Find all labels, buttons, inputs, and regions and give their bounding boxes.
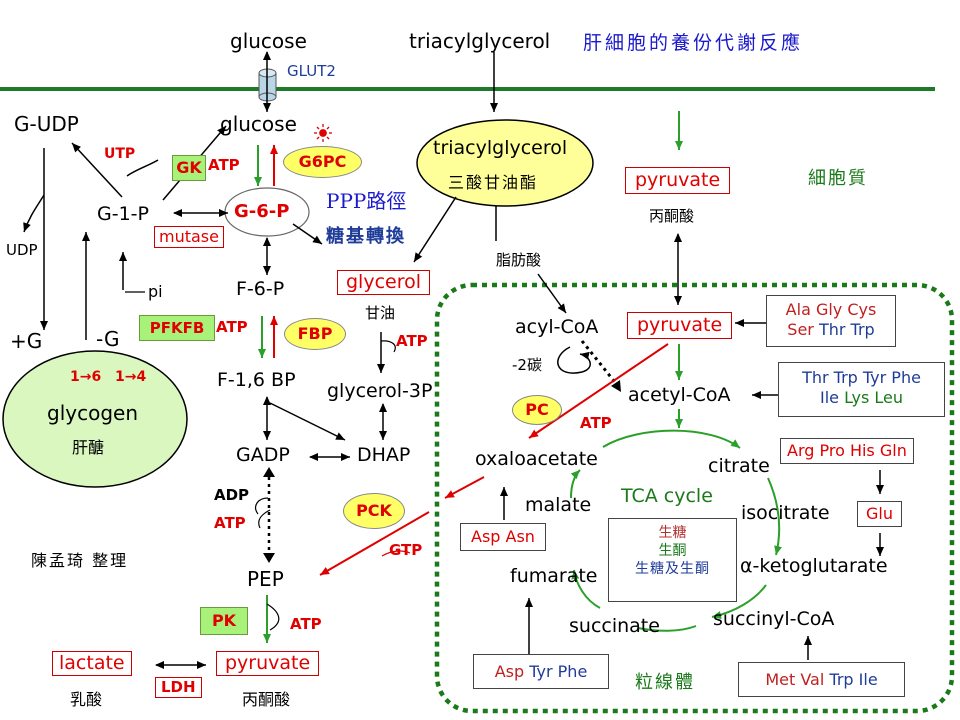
glucose-intracellular: glucose (220, 112, 297, 136)
g1p: G-1-P (97, 203, 149, 225)
ppp-subtitle: 糖基轉換 (326, 226, 406, 247)
aa-box-oaa: Asp Asn (460, 523, 546, 551)
malate: malate (525, 494, 592, 516)
aa-box-succinyl: Met Val Trp Ile (738, 662, 905, 697)
atp-pc: ATP (580, 414, 612, 432)
ldh-enzyme: LDH (155, 677, 202, 698)
glu-box: Glu (857, 501, 902, 527)
author-credit: 陳孟琦 整理 (31, 551, 129, 570)
gtp-label: GTP (389, 541, 423, 559)
g6p: G-6-P (234, 201, 290, 222)
acetyl-coa: acetyl-CoA (628, 384, 731, 406)
alpha-ketoglutarate: α-ketoglutarate (740, 555, 888, 577)
cytoplasm-label: 細胞質 (808, 168, 868, 189)
legend-glucogenic: 生糖 (658, 525, 687, 541)
aa-box-glu-precursors: Arg Pro His Gln (780, 438, 914, 464)
atp-gk: ATP (208, 156, 240, 174)
aa-acetyl-line1: Thr Trp Tyr Phe (802, 368, 921, 387)
mutase-enzyme: mutase (154, 226, 224, 248)
glycerol: glycerol (337, 270, 431, 295)
succinyl-coa: succinyl-CoA (713, 608, 835, 630)
aa-pyruvate-line2: Ser Thr Trp (767, 320, 895, 340)
aa-box-pyruvate: Ala Gly Cys Ser Thr Trp (766, 295, 896, 347)
minus-2c: -2碳 (512, 356, 542, 374)
atp-glycerol: ATP (396, 332, 428, 350)
aa-acetyl-line2: Ile Lys Leu (779, 388, 944, 408)
pi-label: pi (148, 282, 163, 301)
legend-both: 生糖及生酮 (635, 561, 710, 578)
oxaloacetate: oxaloacetate (475, 448, 598, 470)
pep: PEP (247, 567, 284, 591)
mitochondria-label: 粒線體 (635, 672, 695, 693)
glucose-extracellular: glucose (230, 29, 307, 53)
dhap: DHAP (357, 444, 411, 466)
glycerol-zh: 甘油 (365, 304, 396, 322)
gk-enzyme: GK (172, 155, 206, 181)
gadp: GADP (236, 444, 290, 466)
aa-thr-trp: Thr Trp (818, 320, 875, 339)
triacylglycerol-extracellular: triacylglycerol (409, 29, 551, 53)
fbp-enzyme: FBP (284, 318, 346, 350)
lactate-zh: 乳酸 (70, 690, 103, 709)
isocitrate: isocitrate (741, 502, 830, 524)
glycerol-3p: glycerol-3P (327, 380, 433, 402)
atp-glycolysis: ATP (214, 514, 246, 532)
ppp-pathway: PPP路徑 (326, 189, 407, 213)
page-title: 肝細胞的養份代謝反應 (583, 32, 804, 54)
aa-met-val: Met Val (765, 670, 825, 689)
utp-label: UTP (104, 146, 136, 162)
succinate: succinate (569, 615, 660, 637)
atp-pk: ATP (290, 615, 322, 633)
minus-g-label: -G (96, 327, 120, 351)
aa-box-fumarate: Asp Tyr Phe (473, 654, 609, 689)
atp-pfkfb: ATP (216, 318, 248, 336)
triacylglycerol-zh: 三酸甘油酯 (448, 173, 539, 192)
pk-enzyme: PK (200, 607, 248, 635)
f6p: F-6-P (236, 278, 285, 300)
pfkfb-enzyme: PFKFB (139, 315, 215, 341)
plus-g-label: +G (10, 329, 43, 353)
pyruvate-cytoplasm: pyruvate (625, 167, 731, 194)
pyruvate-cytoplasm-zh: 丙酮酸 (649, 207, 695, 225)
aa-lys-leu: Lys Leu (844, 388, 904, 407)
f16bp: F-1,6 BP (217, 369, 296, 391)
glycogen-ellipse (2, 350, 188, 488)
pyruvate-cytosol-zh: 丙酮酸 (242, 690, 291, 709)
fatty-acid-zh: 脂肪酸 (496, 251, 542, 269)
aa-trp-ile: Trp Ile (829, 670, 878, 689)
pyruvate-cytosol: pyruvate (216, 651, 320, 676)
pc-enzyme: PC (512, 395, 562, 425)
aa-box-acetyl: Thr Trp Tyr Phe Ile Lys Leu (778, 362, 945, 417)
aa-pyruvate-line1: Ala Gly Cys (785, 300, 877, 319)
amino-acid-legend: 生糖 生酮 生糖及生酮 (608, 518, 737, 602)
glycogen-zh: 肝醣 (72, 438, 105, 457)
aa-tyr-phe: Tyr Phe (529, 662, 588, 681)
acyl-coa: acyl-CoA (515, 316, 599, 338)
udp-label: UDP (6, 241, 38, 259)
triacylglycerol-oval (416, 119, 594, 207)
adp-label: ADP (214, 486, 250, 504)
lactate: lactate (52, 651, 132, 676)
g-udp: G-UDP (14, 112, 79, 136)
citrate: citrate (708, 455, 770, 477)
aa-ile: Ile (819, 388, 839, 407)
mitochondria-boundary (434, 282, 955, 714)
glut2-label: GLUT2 (287, 62, 336, 80)
sun-icon (314, 124, 332, 142)
glycogen-label: glycogen (47, 401, 138, 425)
g6pc-enzyme: G6PC (283, 146, 362, 178)
bond-1-4: 1→4 (115, 369, 147, 385)
pck-enzyme: PCK (343, 493, 405, 529)
aa-ser: Ser (787, 320, 814, 339)
triacylglycerol-storage: triacylglycerol (433, 137, 568, 159)
bond-1-6: 1→6 (70, 369, 102, 385)
legend-ketogenic: 生酮 (658, 543, 687, 560)
tca-cycle-label: TCA cycle (621, 485, 713, 507)
fumarate: fumarate (510, 565, 598, 587)
aa-asp: Asp (494, 662, 525, 681)
pyruvate-mito: pyruvate (627, 312, 733, 339)
